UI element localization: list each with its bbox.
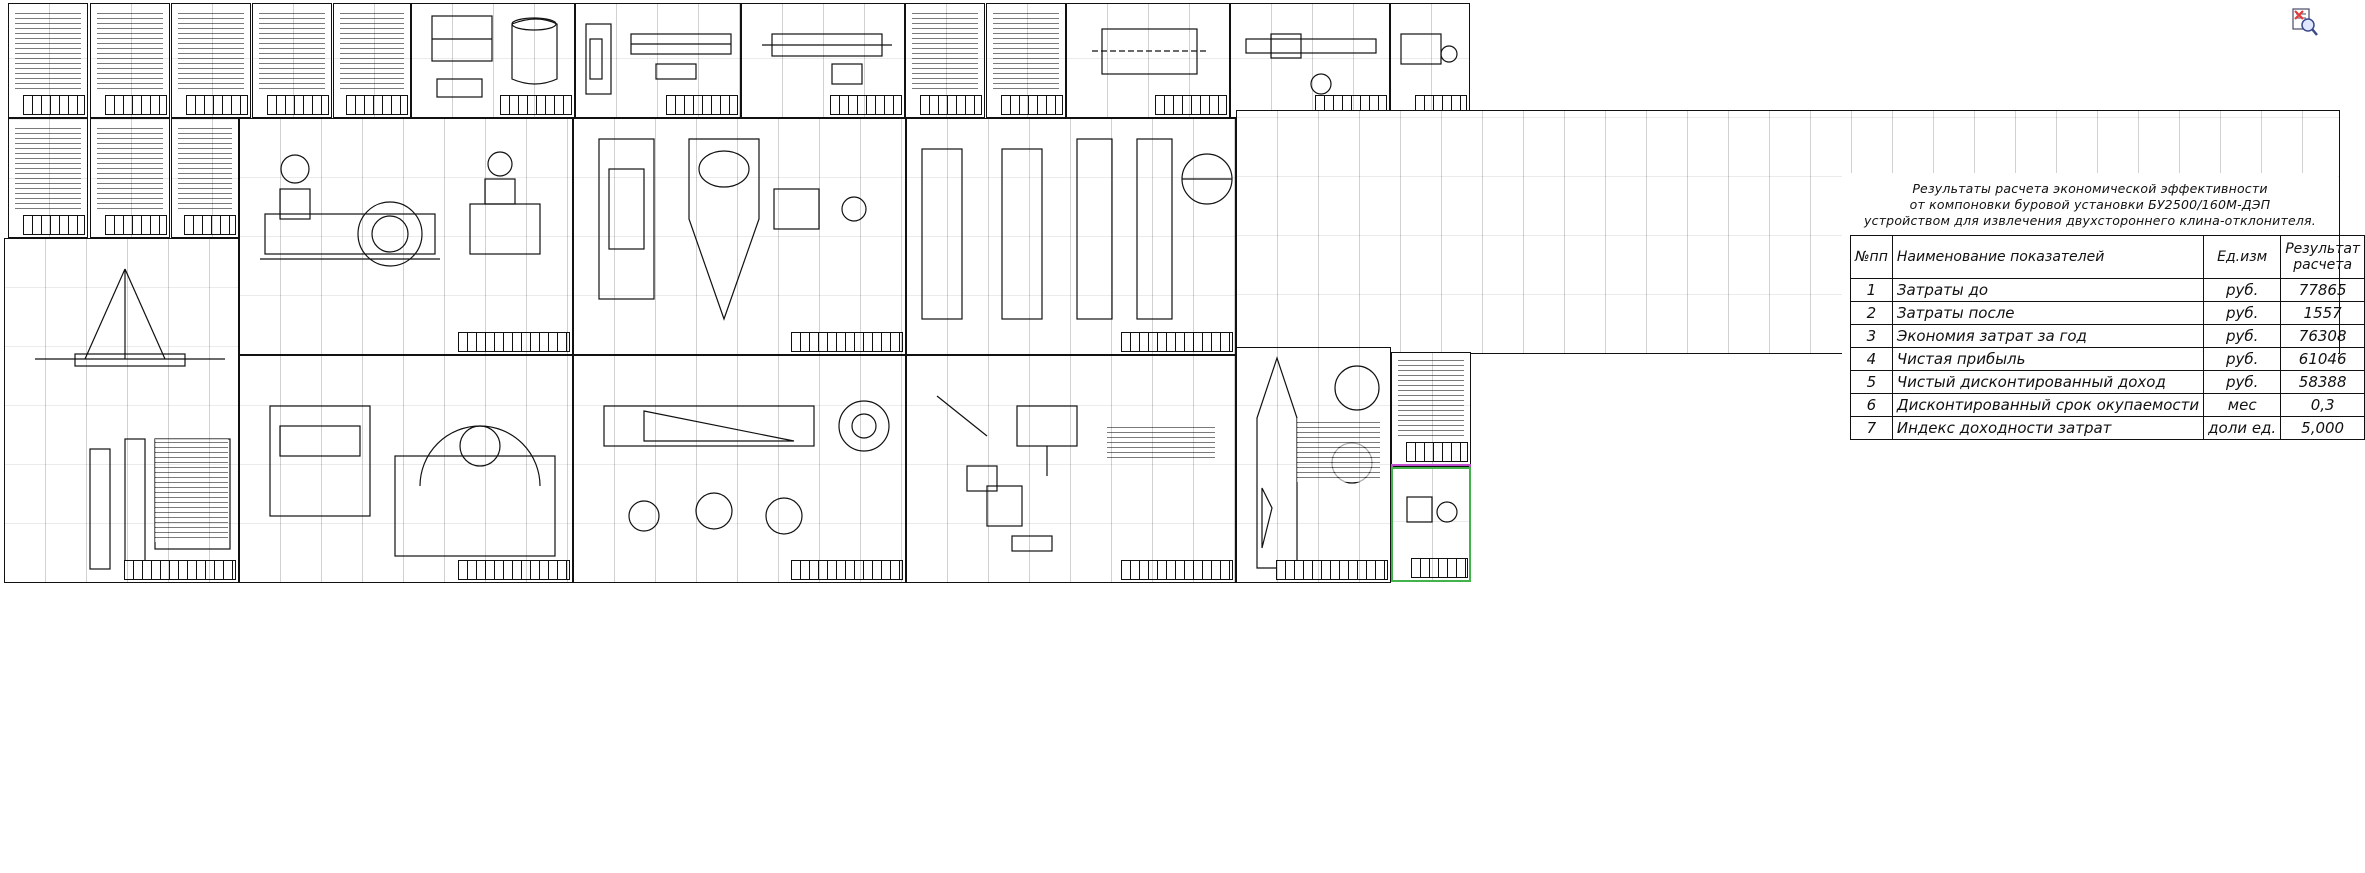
row-indicator-name: Затраты после xyxy=(1891,301,2205,325)
row-unit: мес xyxy=(2203,393,2282,417)
row-number: 3 xyxy=(1850,324,1893,348)
row-indicator-name: Затраты до xyxy=(1891,278,2205,302)
header-unit: Ед.изм xyxy=(2203,235,2282,279)
tube-drawing xyxy=(1092,28,1207,75)
results-title-line-2: от компоновки буровой установки БУ2500/1… xyxy=(1909,197,2271,212)
row-value: 61046 xyxy=(2280,347,2365,371)
results-table: №пп Наименование показателей Ед.изм Резу… xyxy=(1850,235,2365,440)
row-unit: доли ед. xyxy=(2203,416,2282,440)
tool-drawing xyxy=(1245,33,1377,95)
row-value: 1557 xyxy=(2280,301,2365,325)
module-drawing xyxy=(269,405,556,557)
close-print-preview-button[interactable] xyxy=(2289,7,2319,37)
row-indicator-name: Индекс доходности затрат xyxy=(1891,416,2205,440)
row-number: 5 xyxy=(1850,370,1893,394)
rod-drawing xyxy=(762,33,892,85)
sheet-spec-1[interactable] xyxy=(8,3,88,118)
row-indicator-name: Экономия затрат за год xyxy=(1891,324,2205,348)
results-panel: Результаты расчета экономической эффекти… xyxy=(1842,173,2365,513)
sheet-spec-4[interactable] xyxy=(252,3,332,118)
row-unit: руб. xyxy=(2203,301,2282,325)
sheet-detail-tool[interactable] xyxy=(1230,3,1390,118)
sheet-spec-11[interactable] xyxy=(1391,352,1471,465)
sheet-spec-3[interactable] xyxy=(171,3,251,118)
sheet-spec-10[interactable] xyxy=(171,118,239,238)
shaft-drawing xyxy=(585,23,732,95)
sheet-detail-clamp[interactable] xyxy=(1390,3,1470,118)
sheet-spec-9[interactable] xyxy=(90,118,170,238)
row-value: 0,3 xyxy=(2280,393,2365,417)
sheet-detail-selected[interactable] xyxy=(1391,466,1471,581)
sheet-spec-7[interactable] xyxy=(986,3,1066,118)
row-unit: руб. xyxy=(2203,347,2282,371)
header-value: Результат расчета xyxy=(2280,235,2365,279)
sheet-detail-tube[interactable] xyxy=(1066,3,1230,118)
results-table-header: №пп Наименование показателей Ед.изм Резу… xyxy=(1850,235,2365,279)
row-unit: руб. xyxy=(2203,278,2282,302)
row-value: 76308 xyxy=(2280,324,2365,348)
row-indicator-name: Дисконтированный срок окупаемости xyxy=(1891,393,2205,417)
header-num: №пп xyxy=(1850,235,1893,279)
pump-drawing xyxy=(260,151,541,267)
row-value: 77865 xyxy=(2280,278,2365,302)
sleeve-drawing xyxy=(431,15,558,98)
valve-drawing xyxy=(598,138,867,321)
row-number: 1 xyxy=(1850,278,1893,302)
sheet-pump-assembly[interactable] xyxy=(239,118,573,355)
sheet-drilling-rig[interactable] xyxy=(4,238,239,583)
sheet-spec-8[interactable] xyxy=(8,118,88,238)
sheet-results[interactable] xyxy=(1236,110,2340,354)
row-unit: руб. xyxy=(2203,370,2282,394)
sheet-block-scheme[interactable] xyxy=(906,355,1236,583)
row-number: 4 xyxy=(1850,347,1893,371)
row-indicator-name: Чистая прибыль xyxy=(1891,347,2205,371)
row-number: 7 xyxy=(1850,416,1893,440)
header-name: Наименование показателей xyxy=(1891,235,2205,279)
sheet-spec-2[interactable] xyxy=(90,3,170,118)
close-print-preview-icon xyxy=(2292,8,2318,36)
sheet-couplings[interactable] xyxy=(906,118,1236,355)
sheet-detail-rod[interactable] xyxy=(741,3,905,118)
sheet-spec-6[interactable] xyxy=(905,3,985,118)
sheet-spec-5[interactable] xyxy=(333,3,411,118)
sheet-detail-sleeve[interactable] xyxy=(411,3,575,118)
sheet-screw-rotor[interactable] xyxy=(573,355,906,583)
sheet-pump-module[interactable] xyxy=(239,355,573,583)
selected-detail-drawing xyxy=(1406,496,1458,523)
clamp-drawing xyxy=(1400,33,1458,65)
row-unit: руб. xyxy=(2203,324,2282,348)
row-number: 2 xyxy=(1850,301,1893,325)
couplings-drawing xyxy=(921,138,1233,320)
results-title-line-1: Результаты расчета экономической эффекти… xyxy=(1912,181,2268,196)
results-title-line-3: устройством для извлечения двухстороннег… xyxy=(1864,213,2316,228)
sheet-whipstock[interactable] xyxy=(1236,347,1391,583)
selection-frame-green[interactable] xyxy=(1391,467,1471,582)
sheet-valve-section[interactable] xyxy=(573,118,906,355)
scheme-drawing xyxy=(936,395,1078,552)
row-value: 5,000 xyxy=(2280,416,2365,440)
row-indicator-name: Чистый дисконтированный доход xyxy=(1891,370,2205,394)
sheet-detail-shaft[interactable] xyxy=(575,3,741,118)
rotor-drawing xyxy=(603,400,890,535)
row-value: 58388 xyxy=(2280,370,2365,394)
row-number: 6 xyxy=(1850,393,1893,417)
